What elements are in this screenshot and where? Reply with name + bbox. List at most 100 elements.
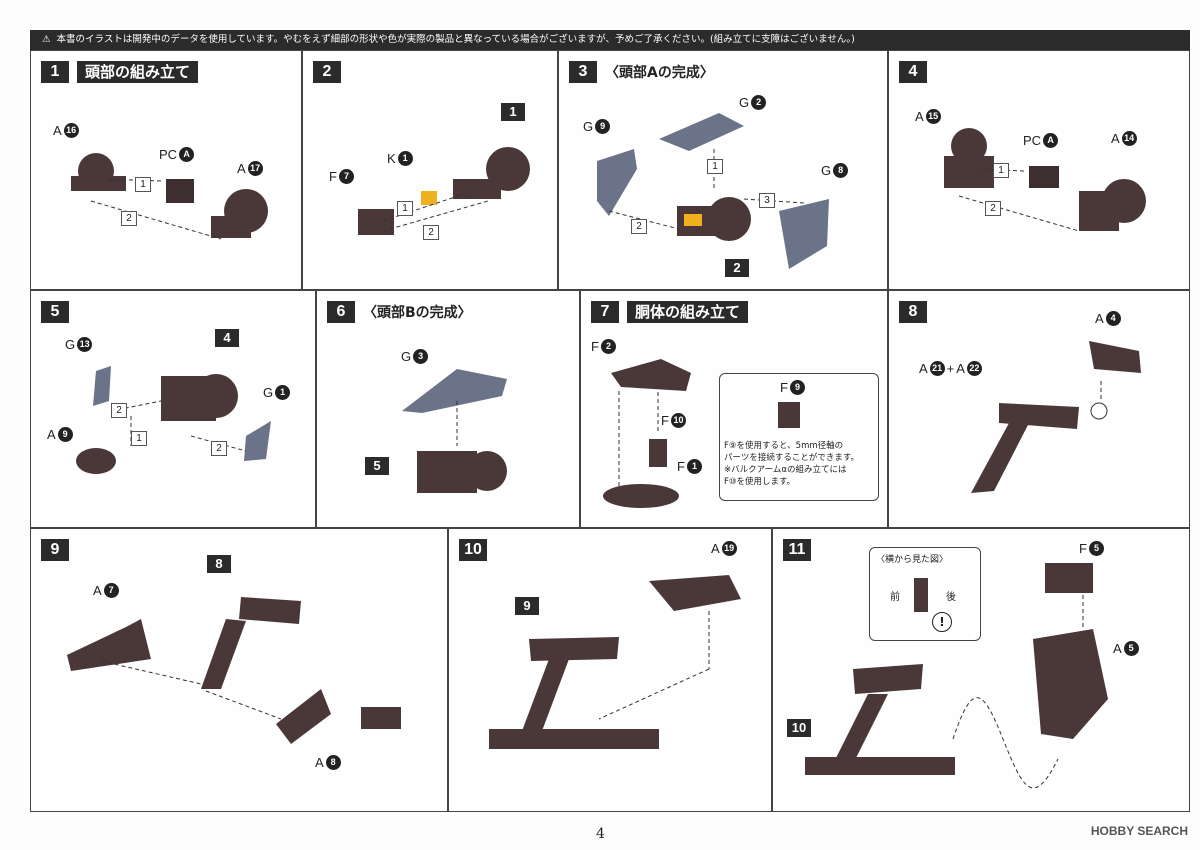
part-label: G xyxy=(739,95,750,110)
part-number: 5 xyxy=(1088,541,1104,556)
order-box: 2 xyxy=(211,441,227,456)
order-box: 1 xyxy=(135,177,151,192)
order-box: 3 xyxy=(759,193,775,208)
assembly-illustration xyxy=(358,147,530,235)
part-f9-image xyxy=(778,402,800,428)
assembly-illustration xyxy=(71,153,268,240)
step-number: 2 xyxy=(313,61,341,83)
step-number: 1 xyxy=(41,61,69,83)
part-label: A xyxy=(1095,311,1104,326)
part-number: 21 xyxy=(929,361,945,376)
part-number: 9 xyxy=(57,427,73,442)
part-label: A xyxy=(1111,131,1120,146)
assembly-illustration xyxy=(489,575,741,749)
plus-sign: + xyxy=(946,361,955,376)
note-line: ※バルクアームαの組み立てには xyxy=(724,465,847,475)
subassembly-tag: 8 xyxy=(207,555,231,573)
assembly-illustration xyxy=(67,597,401,744)
part-number: 16 xyxy=(63,123,79,138)
subassembly-tag: 4 xyxy=(215,329,239,347)
part-number: A xyxy=(179,147,195,162)
part-number: 5 xyxy=(1123,641,1139,656)
order-box: 1 xyxy=(131,431,147,446)
order-box: 1 xyxy=(707,159,723,174)
part-label: A xyxy=(237,161,246,176)
part-number: 1 xyxy=(397,151,413,166)
order-box: 2 xyxy=(631,219,647,234)
part-label: A xyxy=(915,109,924,124)
part-number: 1 xyxy=(686,459,702,474)
part-number: 13 xyxy=(77,337,93,352)
part-number: 7 xyxy=(103,583,119,598)
part-label: G xyxy=(821,163,832,178)
part-number: 8 xyxy=(325,755,341,770)
step-title: 頭部の組み立て xyxy=(77,61,199,83)
part-number: 9 xyxy=(789,380,805,395)
part-label: A xyxy=(53,123,62,138)
part-label: A xyxy=(315,755,324,770)
part-number: 17 xyxy=(247,161,263,176)
part-label: A xyxy=(956,361,965,376)
warning-icon: ⚠ xyxy=(42,34,51,45)
part-number: 3 xyxy=(413,349,429,364)
part-number: 1 xyxy=(275,385,291,400)
step-title: 胴体の組み立て xyxy=(627,301,749,323)
part-label: A xyxy=(919,361,928,376)
part-label: G xyxy=(583,119,594,134)
part-label: A xyxy=(1113,641,1122,656)
part-label: PC xyxy=(1023,133,1042,148)
part-number: 10 xyxy=(670,413,686,428)
part-number: 2 xyxy=(751,95,767,110)
part-label: A xyxy=(711,541,720,556)
order-box: 2 xyxy=(423,225,439,240)
assembly-illustration xyxy=(597,113,829,269)
part-number: 4 xyxy=(1105,311,1121,326)
part-label: F xyxy=(661,413,669,428)
part-number: 15 xyxy=(925,109,941,124)
part-number: 8 xyxy=(833,163,849,178)
part-label: F xyxy=(329,169,337,184)
part-label: K xyxy=(387,151,396,166)
front-label: 前 xyxy=(890,592,900,603)
step-number: 4 xyxy=(899,61,927,83)
part-label: F xyxy=(677,459,685,474)
assembly-illustration xyxy=(76,366,271,474)
part-number: 14 xyxy=(1121,131,1137,146)
step-title: 〈頭部Bの完成〉 xyxy=(363,305,472,321)
subassembly-tag: 2 xyxy=(725,259,749,277)
assembly-illustration xyxy=(402,369,507,493)
part-number: 9 xyxy=(595,119,611,134)
step-number: 11 xyxy=(783,539,811,561)
order-box: 1 xyxy=(397,201,413,216)
watermark-logo: HOBBY SEARCH xyxy=(1090,824,1188,838)
page-number: 4 xyxy=(596,826,605,842)
part-label: A xyxy=(93,583,102,598)
warning-banner: ⚠本書のイラストは開発中のデータを使用しています。やむをえず細部の形状や色が実際… xyxy=(30,30,1190,50)
order-box: 1 xyxy=(993,163,1009,178)
step-number: 10 xyxy=(459,539,487,561)
part-label: G xyxy=(263,385,274,400)
part-label: F xyxy=(780,380,788,395)
assembly-illustration xyxy=(603,359,691,508)
part-label: G xyxy=(65,337,76,352)
subassembly-tag: 9 xyxy=(515,597,539,615)
step-number: 9 xyxy=(41,539,69,561)
step-title: 〈頭部Aの完成〉 xyxy=(605,65,714,81)
step-number: 7 xyxy=(591,301,619,323)
side-view-part xyxy=(914,578,928,612)
part-number: 22 xyxy=(966,361,982,376)
step-number: 3 xyxy=(569,61,597,83)
part-number: 2 xyxy=(600,339,616,354)
